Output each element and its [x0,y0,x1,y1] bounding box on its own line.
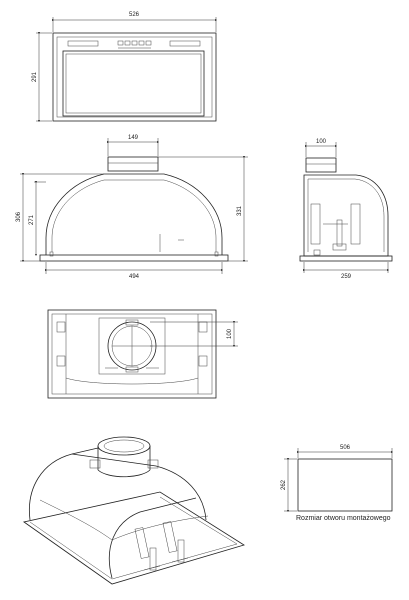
front-view: 149 306 271 331 494 [16,135,248,280]
dim-front-height-outer: 306 [16,211,22,222]
dim-bottom-height: 100 [227,328,233,339]
side-view: 100 259 [299,139,393,280]
dim-cutout-height: 262 [281,479,287,490]
mounting-cutout: 506 262 Rozmiar otworu montażowego [281,445,393,522]
dim-side-top-width: 100 [316,139,327,145]
bottom-view: 100 [47,309,238,399]
control-buttons [117,40,152,49]
dim-top-height: 291 [32,71,38,82]
iso-duct [89,436,159,478]
top-view: 526 291 [32,12,217,122]
dim-front-height-inner: 271 [29,214,35,225]
iso-brackets [134,521,189,571]
dim-front-height-right: 331 [237,205,243,216]
isometric-view [23,436,245,585]
dim-front-base-width: 494 [129,274,140,280]
cutout-caption: Rozmiar otworu montażowego [296,515,391,522]
dim-top-width: 526 [129,12,140,18]
dim-front-top-width: 149 [128,135,139,141]
dim-cutout-width: 506 [340,445,351,451]
dim-side-base-width: 259 [341,274,352,280]
